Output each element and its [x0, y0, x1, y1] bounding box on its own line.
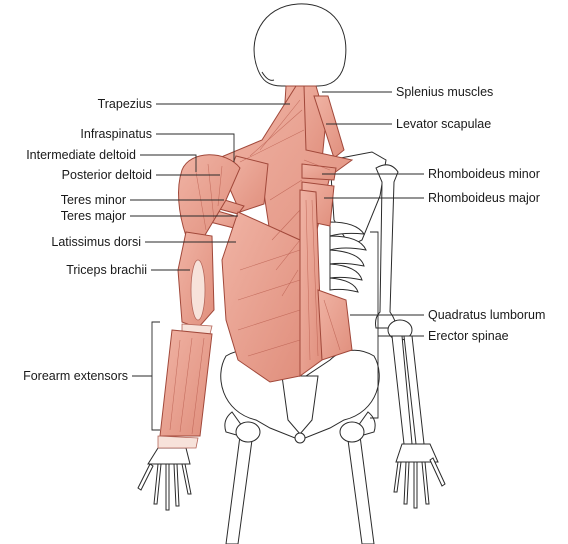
triceps-tendon — [191, 260, 205, 320]
leader-forearm-extensors — [152, 322, 160, 430]
right-hand — [394, 444, 445, 508]
label-intermediate-deltoid: Intermediate deltoid — [26, 148, 136, 162]
label-posterior-deltoid: Posterior deltoid — [62, 168, 152, 182]
label-teres-minor: Teres minor — [61, 193, 126, 207]
label-forearm-extensors: Forearm extensors — [23, 369, 128, 383]
label-infraspinatus: Infraspinatus — [80, 127, 152, 141]
label-triceps-brachii: Triceps brachii — [66, 263, 147, 277]
label-quadratus-lumborum: Quadratus lumborum — [428, 308, 545, 322]
label-erector-spinae: Erector spinae — [428, 329, 509, 343]
coccyx — [295, 433, 305, 443]
left-hand — [138, 448, 191, 510]
label-latissimus-dorsi: Latissimus dorsi — [51, 235, 141, 249]
right-ribs — [330, 222, 366, 292]
label-levator-scapulae: Levator scapulae — [396, 117, 491, 131]
wrist-band — [158, 436, 198, 448]
label-rhomboideus-major: Rhomboideus major — [428, 191, 540, 205]
label-rhomboideus-minor: Rhomboideus minor — [428, 167, 540, 181]
label-teres-major: Teres major — [61, 209, 126, 223]
label-trapezius: Trapezius — [98, 97, 152, 111]
skull — [254, 4, 346, 86]
quadratus-lumborum — [318, 290, 352, 360]
right-femur-head — [340, 422, 364, 442]
left-femur-head — [236, 422, 260, 442]
label-splenius-muscles: Splenius muscles — [396, 85, 493, 99]
